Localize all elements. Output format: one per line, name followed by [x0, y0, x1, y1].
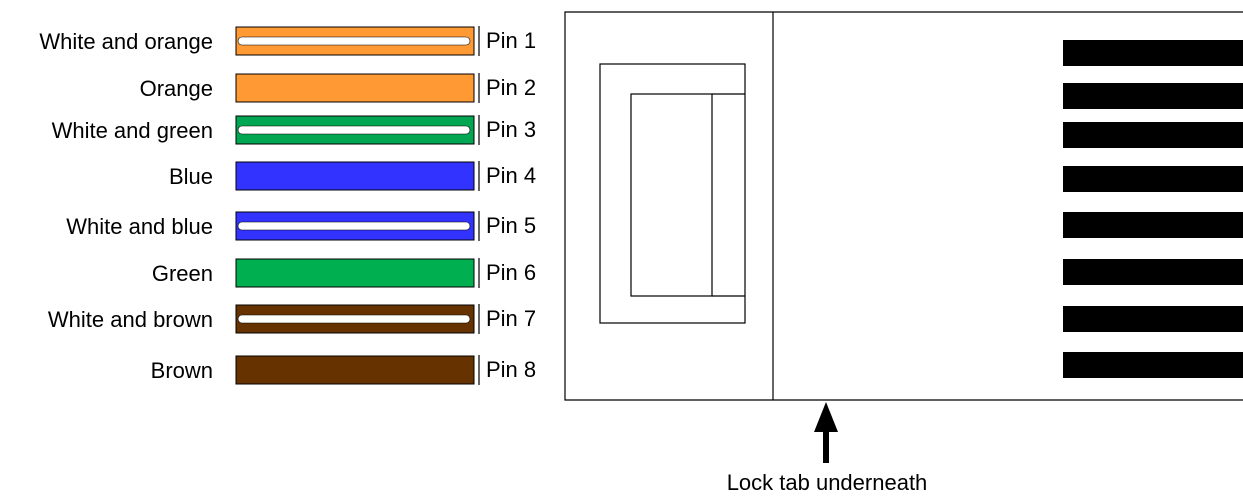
wire-body: [235, 258, 475, 288]
wire-white-stripe: [237, 125, 471, 135]
cable-entry-inner: [630, 93, 713, 297]
wire-row: White and blue Pin 5: [66, 211, 536, 241]
wire-row: White and orange Pin 1: [39, 26, 536, 56]
wire-body: [235, 73, 475, 103]
pin-label: Pin 2: [486, 75, 536, 100]
pin-label: Pin 1: [486, 28, 536, 53]
contact-pin: [1063, 40, 1243, 66]
cable-entry-outer: [599, 63, 746, 324]
arrow-head-icon: [814, 402, 838, 432]
contact-pin: [1063, 83, 1243, 109]
wire-color-label: Brown: [151, 358, 213, 383]
pin-label: Pin 5: [486, 213, 536, 238]
wire-row: Orange Pin 2: [140, 73, 536, 103]
wire-row: White and brown Pin 7: [48, 304, 536, 334]
contact-pin: [1063, 166, 1243, 192]
wire-row: Brown Pin 8: [151, 355, 536, 385]
wire-color-label: White and orange: [39, 29, 213, 54]
wire-color-label: White and brown: [48, 307, 213, 332]
wire-row: Blue Pin 4: [169, 161, 536, 191]
contact-pin: [1063, 306, 1243, 332]
pin-label: Pin 3: [486, 117, 536, 142]
pin-label: Pin 8: [486, 357, 536, 382]
wire-color-label: White and green: [52, 118, 213, 143]
lock-tab-arrow: [814, 402, 838, 463]
wire-row: White and green Pin 3: [52, 115, 536, 145]
wire-body: [235, 355, 475, 385]
wire-list: White and orange Pin 1 Orange Pin 2 White an…: [39, 26, 536, 385]
contact-list: [1063, 40, 1243, 378]
contact-pin: [1063, 259, 1243, 285]
arrow-shaft: [823, 430, 829, 463]
wire-color-label: Orange: [140, 76, 213, 101]
lock-tab-label: Lock tab underneath: [727, 470, 928, 495]
wire-row: Green Pin 6: [152, 258, 536, 288]
wire-white-stripe: [237, 221, 471, 231]
rj45-connector: [564, 11, 1243, 401]
wire-color-label: Blue: [169, 164, 213, 189]
wire-body: [235, 161, 475, 191]
connector-outline: [564, 11, 1243, 401]
pin-label: Pin 6: [486, 260, 536, 285]
wire-white-stripe: [237, 36, 471, 46]
contact-pin: [1063, 352, 1243, 378]
contact-pin: [1063, 212, 1243, 238]
wire-color-label: Green: [152, 261, 213, 286]
pin-label: Pin 4: [486, 163, 536, 188]
wire-color-label: White and blue: [66, 214, 213, 239]
pin-label: Pin 7: [486, 306, 536, 331]
wire-white-stripe: [237, 314, 471, 324]
contact-pin: [1063, 122, 1243, 148]
